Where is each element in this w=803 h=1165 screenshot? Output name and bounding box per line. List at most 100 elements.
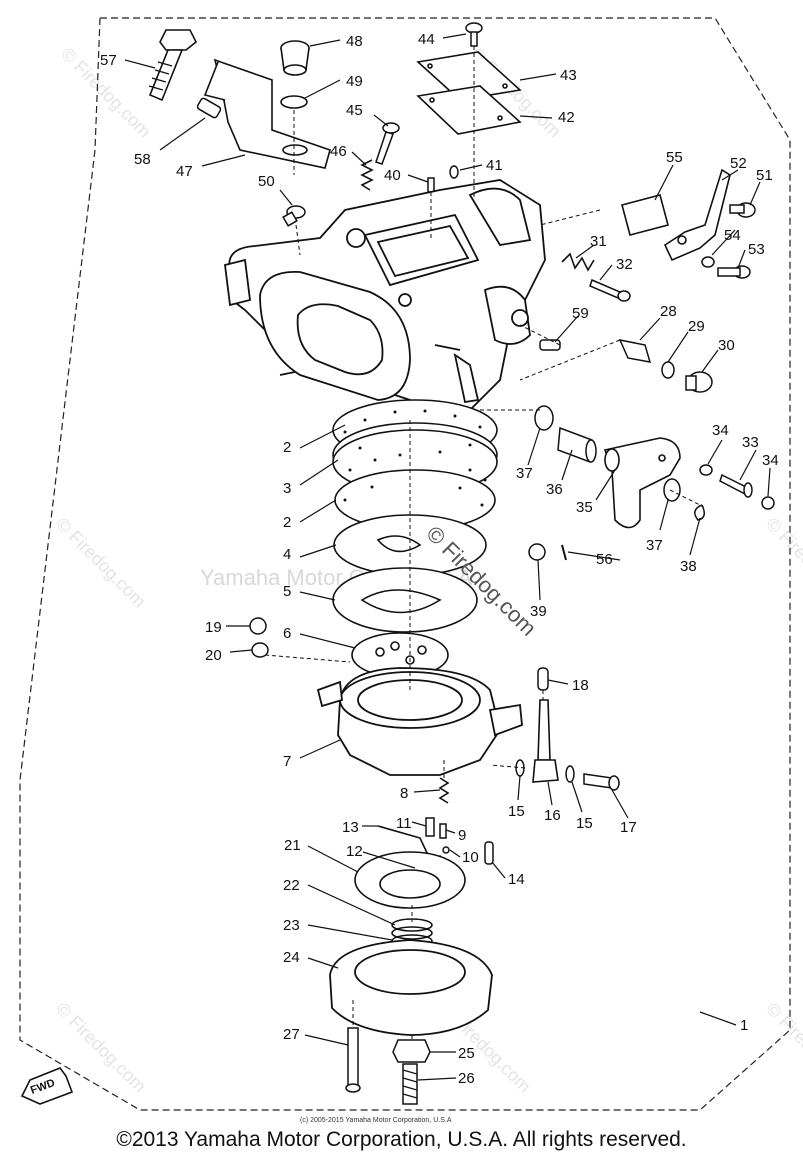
part-9-needle <box>439 823 447 839</box>
callout-20: 20 <box>205 647 222 664</box>
callout-2-lower: 2 <box>283 514 291 531</box>
part-54-washer <box>701 256 715 268</box>
callout-10: 10 <box>462 849 479 866</box>
part-51-screw <box>729 202 756 218</box>
part-21-diaphragm <box>354 851 466 909</box>
part-24-cover <box>329 939 493 1036</box>
part-37-washer-upper <box>534 405 554 431</box>
part-49-washer <box>280 95 308 109</box>
assembly-lines <box>264 46 701 1040</box>
callout-26: 26 <box>458 1070 475 1087</box>
callout-11: 11 <box>396 815 412 832</box>
callout-18: 18 <box>572 677 589 694</box>
part-19-cap <box>249 617 267 635</box>
callout-56: 56 <box>596 551 613 568</box>
part-15-washer-right <box>565 765 575 783</box>
diagram-frame <box>19 17 791 1111</box>
part-16-nozzle <box>532 699 559 783</box>
part-52-lever <box>663 168 731 262</box>
callout-5: 5 <box>283 583 291 600</box>
svg-text:© Firedog.com: © Firedog.com <box>52 514 150 612</box>
callout-23: 23 <box>283 917 300 934</box>
callout-32: 32 <box>616 256 633 273</box>
part-59-screw <box>539 339 561 351</box>
callout-54: 54 <box>724 227 741 244</box>
part-18-pin <box>537 667 549 691</box>
callout-6: 6 <box>283 625 291 642</box>
part-35-arm <box>603 437 681 529</box>
callout-53: 53 <box>748 241 765 258</box>
callout-52: 52 <box>730 155 747 172</box>
part-27-bolt <box>345 1027 361 1093</box>
callout-51: 51 <box>756 167 773 184</box>
part-42-gasket <box>416 85 522 135</box>
part-31-spring <box>561 252 595 272</box>
part-30-plug <box>685 371 713 393</box>
part-57-bolt <box>148 29 198 102</box>
part-33-screw <box>719 473 753 498</box>
part-34-nut-upper <box>699 464 713 476</box>
leader-lines <box>124 33 771 1081</box>
svg-text:© Firedog.com: © Firedog.com <box>762 514 803 612</box>
callout-25: 25 <box>458 1045 475 1062</box>
part-44-screw <box>465 22 483 47</box>
callout-37-upper: 37 <box>516 465 533 482</box>
part-7-lower-body <box>316 667 523 776</box>
callout-34-lower: 34 <box>762 452 779 469</box>
callout-48: 48 <box>346 33 363 50</box>
callout-22: 22 <box>283 877 300 894</box>
part-25-nut <box>392 1039 431 1063</box>
part-38-clip <box>694 504 705 521</box>
callout-37-lower: 37 <box>646 537 663 554</box>
callout-1: 1 <box>740 1017 748 1034</box>
callout-57: 57 <box>100 52 117 69</box>
callout-38: 38 <box>680 558 697 575</box>
callout-58: 58 <box>134 151 151 168</box>
part-5-plate <box>332 567 478 633</box>
callout-27: 27 <box>283 1026 300 1043</box>
part-41-bead <box>449 165 459 179</box>
callout-labels: 57 48 44 49 43 45 42 58 47 46 40 41 55 5… <box>100 31 779 1087</box>
part-56-pin <box>561 544 567 561</box>
callout-43: 43 <box>560 67 577 84</box>
part-11-pin <box>425 817 435 837</box>
callout-47: 47 <box>176 163 193 180</box>
callout-2-upper: 2 <box>283 439 291 456</box>
callout-36: 36 <box>546 481 563 498</box>
part-53-screw <box>717 265 751 279</box>
svg-text:© Firedog.com: © Firedog.com <box>762 999 803 1097</box>
callout-40: 40 <box>384 167 401 184</box>
part-34-nut-lower <box>761 496 775 510</box>
callout-49: 49 <box>346 73 363 90</box>
callout-45: 45 <box>346 102 363 119</box>
callout-29: 29 <box>688 318 705 335</box>
callout-44: 44 <box>418 31 435 48</box>
part-8-spring <box>438 777 450 804</box>
callout-35: 35 <box>576 499 593 516</box>
callout-39: 39 <box>530 603 547 620</box>
callout-50: 50 <box>258 173 275 190</box>
callout-4: 4 <box>283 546 291 563</box>
part-14-screw <box>484 841 494 865</box>
part-55-plate <box>621 194 669 236</box>
callout-3: 3 <box>283 480 291 497</box>
part-45-screw <box>375 122 400 165</box>
part-39-washer <box>528 543 546 561</box>
callout-33: 33 <box>742 434 759 451</box>
part-26-screw <box>402 1063 418 1105</box>
part-10-screw <box>442 846 450 854</box>
callout-59: 59 <box>572 305 589 322</box>
callout-41: 41 <box>486 157 503 174</box>
part-32-screw <box>589 278 631 302</box>
carburetor-upper-body <box>224 179 546 421</box>
callout-15-right: 15 <box>576 815 593 832</box>
callout-17: 17 <box>620 819 637 836</box>
callout-14: 14 <box>508 871 525 888</box>
part-17-screw <box>583 773 620 791</box>
part-6-check-valve <box>351 632 449 678</box>
callout-28: 28 <box>660 303 677 320</box>
part-47-bracket <box>203 58 331 169</box>
callout-7: 7 <box>283 753 291 770</box>
callout-15-left: 15 <box>508 803 525 820</box>
